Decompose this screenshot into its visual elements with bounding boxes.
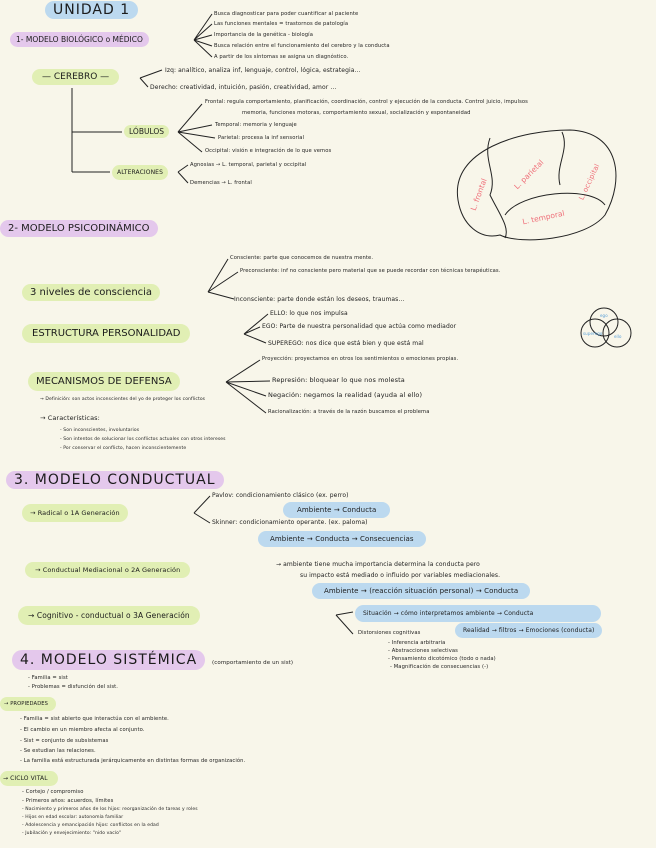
bio-point: Importancia de la genética - biología bbox=[214, 32, 313, 38]
ciclo-item: - Hijos en edad escolar: autonomía famil… bbox=[22, 815, 124, 820]
section-4-heading: 4. MODELO SISTÉMICA bbox=[12, 650, 206, 670]
distortion-item: - Abstracciones selectivas bbox=[388, 648, 458, 654]
formula-operant: Ambiente → Conducta → Consecuencias bbox=[258, 531, 426, 547]
hemisphere-left: Izq: analítico, analiza inf, lenguaje, c… bbox=[165, 67, 361, 74]
propiedad-item: - Se estudian las relaciones. bbox=[20, 748, 96, 754]
section-2-heading: 2- MODELO PSICODINÁMICO bbox=[0, 220, 158, 237]
consciousness-level: Inconsciente: parte donde están los dese… bbox=[234, 296, 405, 303]
formula-cognitive: Situación → cómo interpretamos ambiente … bbox=[355, 605, 601, 622]
lobe-temporal: Temporal: memoria y lenguaje bbox=[215, 122, 297, 128]
sistemica-intro: - Familia = sist bbox=[28, 675, 68, 681]
distortion-item: - Magnificación de consecuencias (-) bbox=[390, 664, 489, 670]
section-4-subtitle: (comportamiento de un sist) bbox=[212, 660, 294, 666]
section-1-heading: 1- MODELO BIOLÓGICO o MÉDICO bbox=[10, 32, 149, 47]
unit-title: UNIDAD 1 bbox=[45, 1, 139, 19]
caracteristica-item: - Por conservar el conflicto, hacen inco… bbox=[60, 446, 187, 451]
lobe-occipital: Occipital: visión e integración de lo qu… bbox=[205, 148, 332, 154]
hemisphere-right: Derecho: creatividad, intuición, pasión,… bbox=[150, 84, 337, 91]
personality-part: ELLO: lo que nos impulsa bbox=[270, 310, 348, 317]
sistemica-intro: - Problemas = disfunción del sist. bbox=[28, 684, 119, 690]
ciclo-item: - Cortejo / compromiso bbox=[22, 789, 84, 795]
ciclo-item: - Jubilación y envejecimiento: "nido vac… bbox=[22, 831, 122, 836]
distortion-item: - Inferencia arbitraria bbox=[388, 640, 446, 646]
bio-point: Las funciones mentales = trastornos de p… bbox=[214, 21, 349, 27]
ciclo-item: - Nacimiento y primeros años de los hijo… bbox=[22, 807, 198, 812]
estructura-label: ESTRUCTURA PERSONALIDAD bbox=[22, 324, 191, 343]
bio-point: Busca diagnosticar para poder cuantifica… bbox=[214, 11, 359, 17]
lobe-frontal: Frontal: regula comportamiento, planific… bbox=[205, 99, 528, 105]
alteraciones-label: ALTERACIONES bbox=[112, 165, 168, 180]
propiedad-item: - Sist = conjunto de subsistemas bbox=[20, 738, 109, 744]
bio-point: A partir de los síntomas se asigna un di… bbox=[214, 54, 349, 60]
caracteristicas-label: → Características: bbox=[40, 414, 100, 422]
definicion-text: → Definición: son actos inconscientes de… bbox=[40, 397, 206, 402]
propiedad-item: - La familia está estructurada jerárquic… bbox=[20, 758, 246, 764]
caracteristica-item: - Son intentos de solucionar los conflic… bbox=[60, 437, 226, 442]
lobulos-label: LÓBULOS bbox=[124, 125, 170, 138]
skinner-text: Skinner: condicionamiento operante. (ex.… bbox=[212, 519, 368, 526]
cognitivo-label: → Cognitivo - conductual o 3A Generación bbox=[18, 606, 200, 625]
defense-mechanism: Proyección: proyectamos en otros los sen… bbox=[262, 356, 459, 362]
consciousness-level: Preconsciente: inf no consciente pero ma… bbox=[240, 268, 501, 274]
distortion-item: - Pensamiento dicotómico (todo o nada) bbox=[388, 656, 496, 662]
bio-point: Busca relación entre el funcionamiento d… bbox=[214, 43, 390, 49]
defense-mechanism: Represión: bloquear lo que nos molesta bbox=[272, 376, 405, 384]
propiedades-label: → PROPIEDADES bbox=[0, 697, 57, 711]
formula-classical: Ambiente → Conducta bbox=[283, 502, 391, 518]
lobe-parietal: Parietal: procesa la inf sensorial bbox=[218, 135, 305, 141]
cerebro-label: — CEREBRO — bbox=[32, 69, 120, 85]
niveles-label: 3 niveles de consciencia bbox=[22, 284, 161, 301]
caracteristica-item: - Son inconscientes, involuntarios bbox=[60, 428, 140, 433]
distorsiones-label: Distorsiones cognitivas bbox=[358, 630, 421, 636]
defense-mechanism: Racionalización: a través de la razón bu… bbox=[268, 409, 430, 415]
mediacional-text: su impacto está mediado o influido por v… bbox=[300, 572, 501, 579]
ciclo-item: - Primeros años: acuerdos, límites bbox=[22, 798, 114, 804]
personality-part: SUPEREGO: nos dice que está bien y que e… bbox=[268, 340, 424, 347]
mediacional-label: → Conductual Mediacional o 2A Generación bbox=[25, 562, 191, 578]
mecanismos-label: MECANISMOS DE DEFENSA bbox=[28, 372, 180, 391]
venn-label: ello bbox=[614, 334, 622, 339]
venn-diagram bbox=[580, 307, 632, 348]
ciclo-item: - Adolescencia y emancipación hijos: con… bbox=[22, 823, 159, 828]
alteration-item: Agnosias → L. temporal, parietal y occip… bbox=[190, 162, 307, 168]
mediacional-text: → ambiente tiene mucha importancia deter… bbox=[276, 561, 480, 568]
venn-label: ego bbox=[600, 313, 608, 318]
section-3-heading: 3. MODELO CONDUCTUAL bbox=[6, 471, 224, 489]
lobe-frontal-cont: memoria, funciones motoras, comportamien… bbox=[242, 110, 471, 116]
venn-label: superego bbox=[583, 331, 603, 336]
formula-distortions: Realidad → filtros → Emociones (conducta… bbox=[455, 623, 603, 638]
brain-drawing bbox=[456, 129, 617, 241]
ciclo-vital-label: → CICLO VITAL bbox=[0, 771, 58, 786]
propiedad-item: - Familia = sist abierto que interactúa … bbox=[20, 716, 169, 722]
propiedad-item: - El cambio en un miembro afecta al conj… bbox=[20, 727, 145, 733]
pavlov-text: Pavlov: condicionamiento clásico (ex. pe… bbox=[212, 492, 349, 499]
consciousness-level: Consciente: parte que conocemos de nuest… bbox=[230, 255, 374, 261]
alteration-item: Demencias → L. frontal bbox=[190, 180, 252, 186]
defense-mechanism: Negación: negamos la realidad (ayuda al … bbox=[268, 391, 423, 399]
radical-label: → Radical o 1A Generación bbox=[22, 504, 128, 522]
personality-part: EGO: Parte de nuestra personalidad que a… bbox=[262, 323, 457, 330]
formula-mediational: Ambiente → (reacción situación personal)… bbox=[312, 583, 531, 599]
